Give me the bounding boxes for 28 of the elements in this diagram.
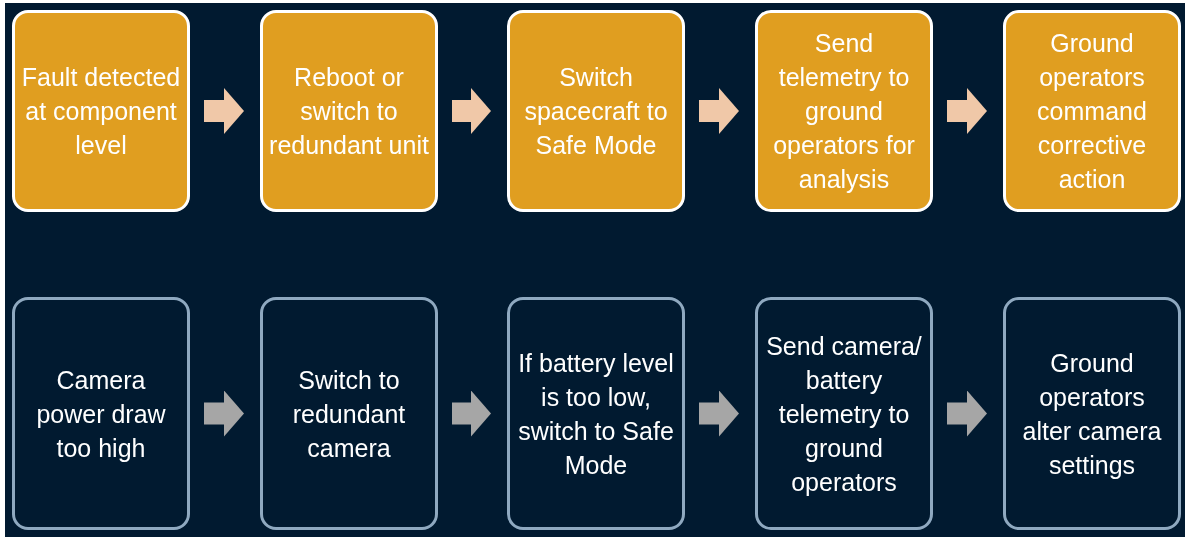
process-box (507, 10, 685, 212)
process-box (755, 10, 933, 212)
process-box (507, 297, 685, 530)
step-text: Camera power draw too high (35, 364, 167, 464)
process-box (1003, 10, 1181, 212)
block-arrow (452, 88, 491, 134)
step-text: Fault detected at component level (21, 62, 181, 161)
step-text: Switch spacecraft to Safe Mode (523, 62, 669, 161)
process-box (755, 297, 933, 530)
block-arrow (204, 390, 244, 437)
process-box (12, 10, 190, 212)
step-text: Send telemetry to ground operators for analysis (772, 28, 916, 195)
step-text: Ground operators command corrective action (1036, 28, 1148, 195)
block-arrow (947, 390, 987, 437)
process-box (260, 10, 438, 212)
step-text: Ground operators alter camera settings (1021, 347, 1163, 481)
step-text: Reboot or switch to redundant unit (269, 62, 429, 161)
process-box (260, 297, 438, 530)
block-arrow (699, 390, 739, 437)
step-text: Send camera/ battery telemetry to ground operators (765, 330, 923, 498)
block-arrow (699, 88, 739, 134)
block-arrow (452, 390, 491, 437)
block-arrow (947, 88, 987, 134)
step-text: If battery level is too low, switch to Safe Mode (517, 347, 675, 481)
process-box (12, 297, 190, 530)
block-arrow (204, 88, 244, 134)
step-text: Switch to redundant camera (291, 364, 407, 464)
process-box (1003, 297, 1181, 530)
